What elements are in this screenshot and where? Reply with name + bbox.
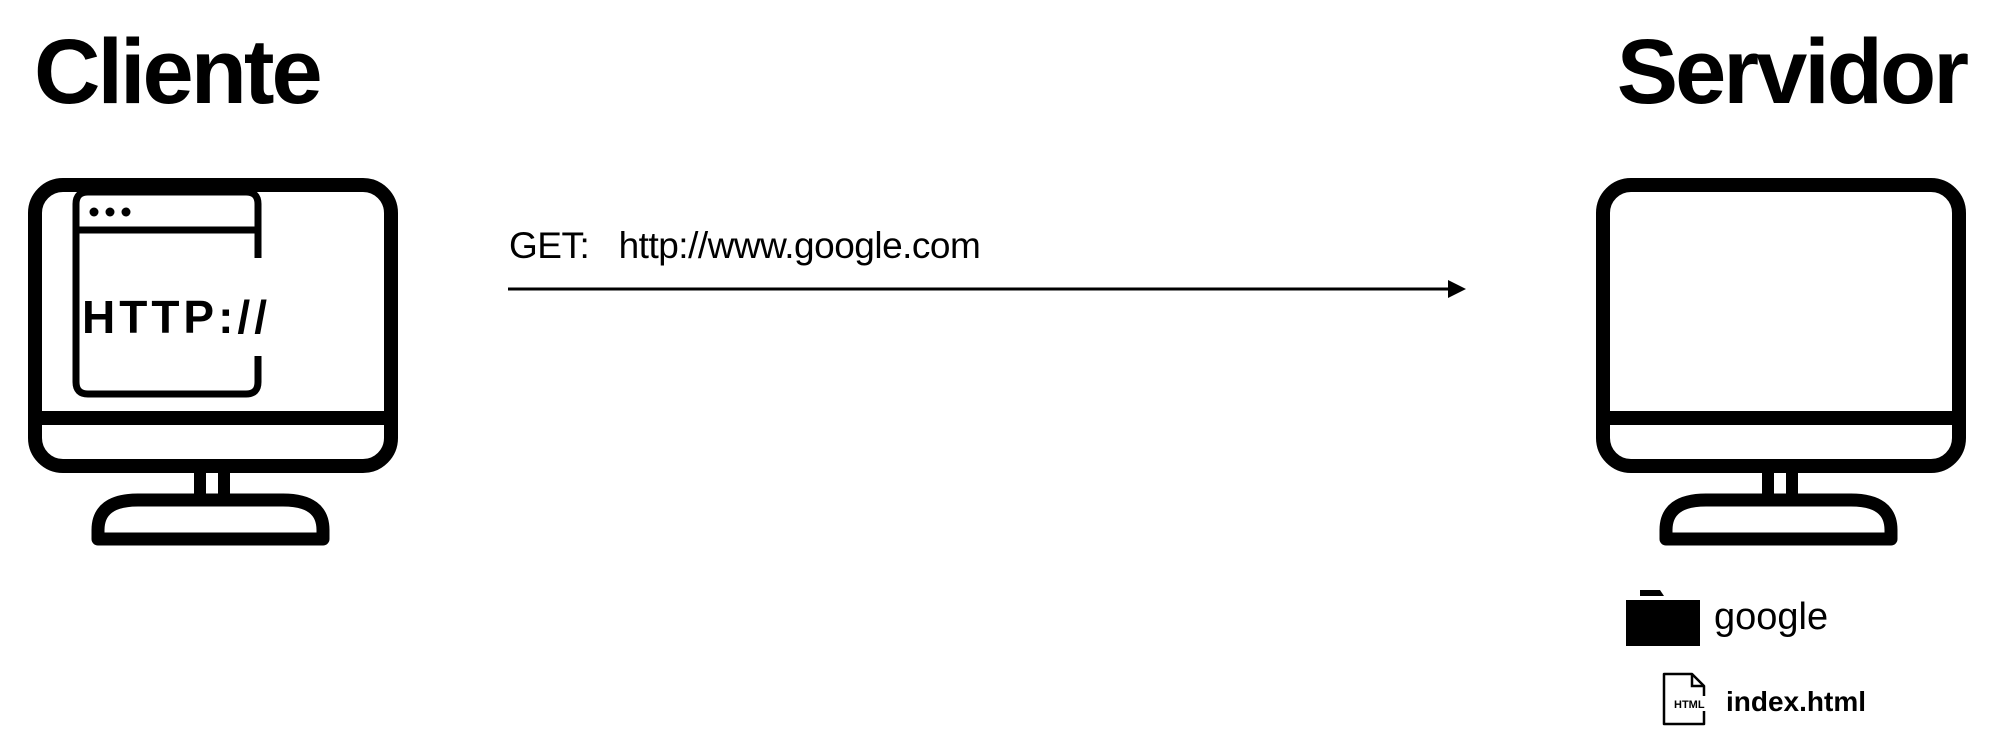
server-folder: google — [1626, 588, 1828, 646]
folder-icon — [1626, 590, 1700, 646]
browser-window-icon: HTTP:// — [72, 188, 271, 398]
file-badge: HTML — [1674, 699, 1705, 711]
folder-label: google — [1714, 595, 1829, 638]
request-method: GET: — [509, 225, 590, 266]
request-label: GET: http://www.google.com — [509, 225, 981, 267]
client-title: Cliente — [34, 21, 323, 123]
html-file-icon: HTML — [1662, 672, 1720, 726]
file-label: index.html — [1726, 686, 1867, 717]
server-title: Servidor — [1616, 21, 1969, 123]
server-file: HTML index.html — [1662, 672, 1866, 726]
server-monitor-icon — [1596, 178, 1966, 546]
request-url: http://www.google.com — [618, 225, 981, 266]
arrow-right-icon — [508, 280, 1466, 298]
browser-http-text: HTTP:// — [82, 291, 271, 343]
client-monitor-icon: HTTP:// — [28, 178, 398, 546]
